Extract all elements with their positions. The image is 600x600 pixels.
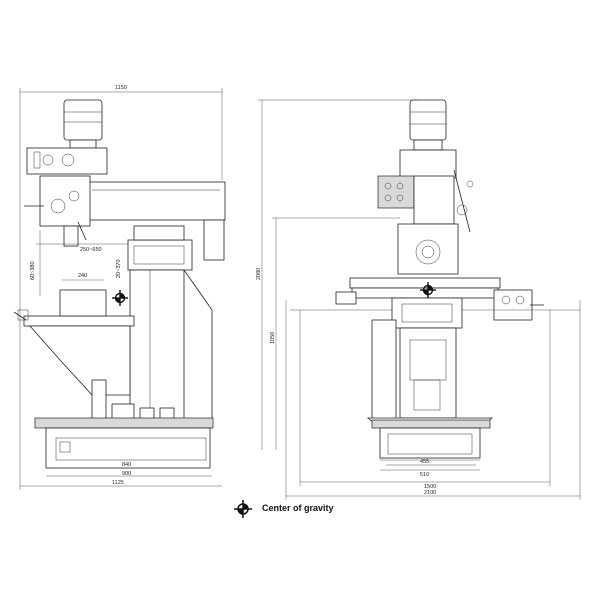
dim-60-380: 60~380	[30, 261, 36, 280]
legend-center-of-gravity-icon	[234, 500, 252, 518]
dim-2100: 2100	[424, 490, 436, 496]
dim-840: 840	[122, 462, 131, 468]
dim-1150: 1150	[115, 85, 127, 91]
dim-2080: 2080	[256, 268, 262, 280]
center-of-gravity-icon	[420, 282, 436, 298]
center-of-gravity-icon	[112, 290, 128, 306]
dim-250-650: 250~650	[80, 247, 102, 253]
dim-1050: 1050	[270, 332, 276, 344]
side-view: 1150 250~650 60~380 20~370 240	[13, 85, 226, 490]
dim-1500: 1500	[424, 484, 436, 490]
dim-1125: 1125	[112, 480, 124, 486]
dim-20-370: 20~370	[116, 259, 122, 278]
dim-900: 900	[122, 471, 131, 477]
dim-455: 455	[420, 459, 429, 465]
dim-510: 510	[420, 472, 429, 478]
legend-label: Center of gravity	[262, 503, 334, 513]
front-view: 2080 1050	[256, 99, 581, 500]
dim-240: 240	[78, 273, 87, 279]
